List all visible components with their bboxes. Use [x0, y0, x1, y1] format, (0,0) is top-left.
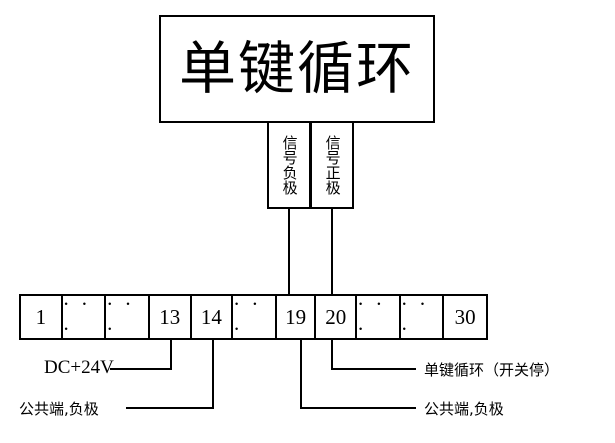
terminal-cell: 14: [191, 296, 234, 338]
wire-terminal-19-drop: [300, 339, 302, 409]
terminal-cell: · · ·: [62, 296, 107, 338]
wire-signal-negative-to-terminal-19: [288, 207, 290, 296]
terminal-cell: 20: [316, 296, 358, 338]
common-negative-left-label: 公共端,负极: [19, 400, 99, 418]
signal-negative-box: 信号负极: [267, 121, 311, 209]
terminal-cell: · · ·: [233, 296, 277, 338]
terminal-cell: · · ·: [357, 296, 401, 338]
common-negative-right-label: 公共端,负极: [424, 400, 504, 418]
terminal-strip: 1 · · · · · · 13 14 · · · 19 20 · · · · …: [19, 294, 488, 340]
leader-single-key-cycle: [331, 368, 416, 370]
signal-positive-box: 信号正极: [310, 121, 354, 209]
terminal-cell: · · ·: [106, 296, 150, 338]
wire-terminal-13-drop: [170, 339, 172, 370]
single-key-cycle-label: 单键循环（开关停）: [424, 361, 560, 379]
leader-common-negative-left: [126, 407, 214, 409]
terminal-cell: 30: [444, 296, 486, 338]
dc-supply-label: DC+24V: [44, 357, 114, 378]
wire-terminal-20-drop: [331, 339, 333, 370]
wire-signal-positive-to-terminal-20: [331, 207, 333, 296]
title-box: 单键循环: [159, 15, 435, 123]
leader-dc-supply: [110, 368, 172, 370]
terminal-cell: 13: [149, 296, 192, 338]
signal-positive-label: 信号正极: [323, 135, 342, 195]
signal-negative-label: 信号负极: [280, 135, 299, 195]
terminal-cell: 19: [276, 296, 317, 338]
wire-terminal-14-drop: [212, 339, 214, 409]
terminal-cell: · · ·: [400, 296, 445, 338]
leader-common-negative-right: [300, 407, 416, 409]
title-text: 单键循环: [179, 35, 415, 102]
terminal-cell: 1: [21, 296, 63, 338]
